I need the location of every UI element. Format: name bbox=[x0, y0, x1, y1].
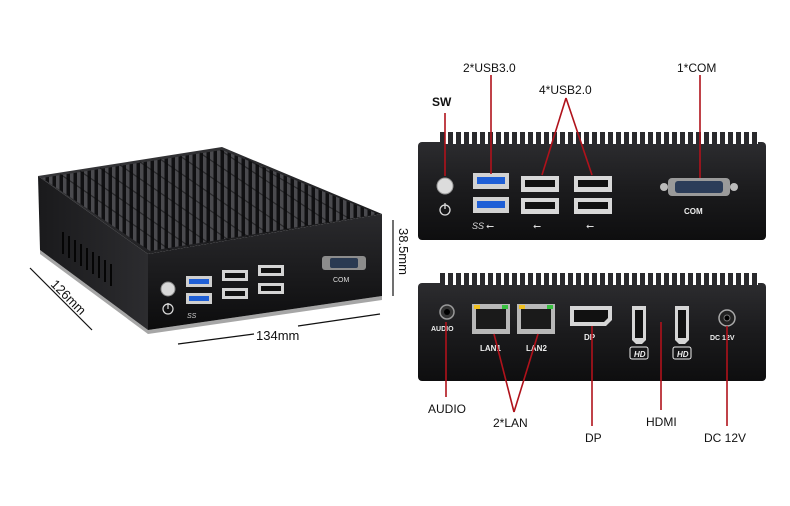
label-sw: SW bbox=[432, 95, 452, 109]
hd-logo-2: HD bbox=[677, 350, 689, 359]
com-silkscreen-3d: COM bbox=[333, 277, 350, 284]
ss-logo-3d: SS bbox=[187, 313, 197, 320]
label-usb2: 4*USB2.0 bbox=[539, 83, 592, 97]
label-dc: DC 12V bbox=[704, 431, 746, 445]
dp-silkscreen: DP bbox=[584, 333, 596, 342]
usb2-ports-a[interactable] bbox=[521, 176, 559, 214]
dp-port[interactable] bbox=[570, 306, 612, 326]
audio-silkscreen: AUDIO bbox=[431, 326, 454, 333]
hd-logo-1: HD bbox=[634, 350, 646, 359]
usb-symbol-icon: ⭠ bbox=[533, 221, 541, 232]
lan2-silkscreen: LAN2 bbox=[526, 344, 547, 353]
hdmi-ports[interactable] bbox=[632, 306, 689, 344]
dim-width: 134mm bbox=[256, 328, 299, 343]
mini-pc-3d-view: SS COM bbox=[29, 147, 394, 345]
usb2-ports-b[interactable] bbox=[574, 176, 612, 214]
usb2-ports-3d[interactable] bbox=[222, 265, 284, 299]
panel-top-view: SS ⭠ ⭠ ⭠ COM bbox=[418, 132, 766, 240]
heatsink-fins bbox=[59, 149, 351, 251]
usb3-ports-3d[interactable] bbox=[186, 276, 212, 304]
com-port-3d[interactable] bbox=[322, 256, 366, 270]
lan1-silkscreen: LAN1 bbox=[480, 344, 501, 353]
com-silkscreen: COM bbox=[684, 207, 703, 216]
label-lan: 2*LAN bbox=[493, 416, 528, 430]
dimension-lines bbox=[29, 220, 394, 345]
dc-silkscreen: DC 12V bbox=[710, 335, 735, 342]
usb-symbol-icon: ⭠ bbox=[586, 221, 594, 232]
label-usb3: 2*USB3.0 bbox=[463, 61, 516, 75]
dim-height: 38.5mm bbox=[396, 228, 411, 275]
usb-symbol-icon: ⭠ bbox=[486, 221, 494, 232]
label-dp: DP bbox=[585, 431, 602, 445]
callout-lines bbox=[444, 75, 728, 426]
com-port[interactable] bbox=[660, 178, 738, 196]
callout-labels: SW 2*USB3.0 4*USB2.0 1*COM AUDIO 2*LAN D… bbox=[428, 61, 746, 445]
label-hdmi: HDMI bbox=[646, 415, 677, 429]
power-button-icon[interactable] bbox=[160, 281, 176, 297]
side-vents bbox=[62, 232, 112, 286]
label-com: 1*COM bbox=[677, 61, 716, 75]
lan-ports[interactable] bbox=[472, 304, 555, 334]
ss-logo: SS bbox=[472, 221, 484, 231]
power-button-icon[interactable] bbox=[436, 177, 454, 195]
label-audio: AUDIO bbox=[428, 402, 466, 416]
usb3-ports[interactable] bbox=[473, 173, 509, 213]
